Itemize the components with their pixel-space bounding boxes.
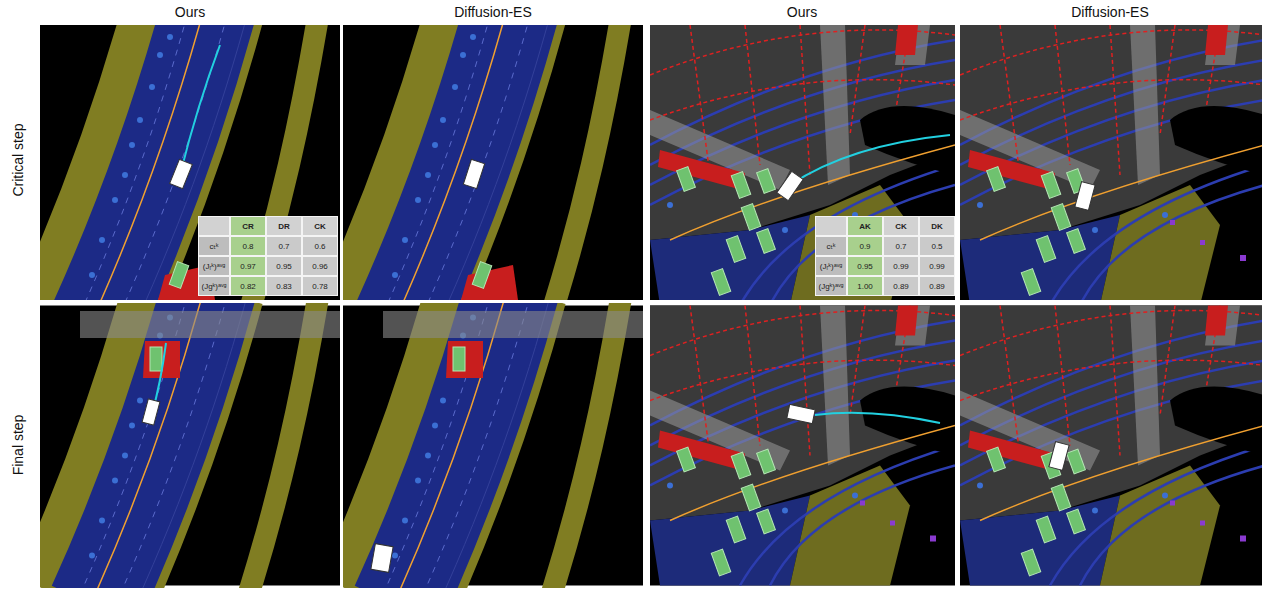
table-cell: 0.78 [302,276,338,296]
table-header: CR [242,222,254,231]
table-cell: CK [302,216,338,236]
table-cell: 0.99 [919,256,955,276]
table-cell: 0.6 [302,236,338,256]
row-label: Critical step [10,123,26,196]
column-header: Ours [175,4,205,20]
table-value: 0.99 [929,262,945,271]
table-cell: 0.83 [266,276,302,296]
table-cell: CK [883,216,919,236]
table-value: 0.95 [276,262,292,271]
table-row-label: (Jgᵏ)ᵃᵛᵍ [818,282,843,291]
table-value: 0.89 [929,282,945,291]
table-value: 0.5 [931,242,942,251]
table-header: CK [895,222,907,231]
table-value: 0.8 [242,242,253,251]
table-cell: DK [919,216,955,236]
table-row-label: cₜᵏ [209,242,218,251]
table-value: 0.7 [895,242,906,251]
table-cell: 1.00 [847,276,883,296]
table-cell: (Jᵣᵏ)ᵃᵛᵍ [198,256,230,276]
map-panel [650,25,955,305]
map-panel [343,5,643,325]
table-cell: 0.7 [266,236,302,256]
table-cell: 0.96 [302,256,338,276]
table-cell: 0.97 [230,256,266,276]
table-cell: 0.8 [230,236,266,256]
column-header: Diffusion-ES [454,4,532,20]
table-cell: (Jgᵏ)ᵃᵛᵍ [815,276,847,296]
table-value: 0.95 [857,262,873,271]
table-value: 0.99 [893,262,909,271]
table-cell: 0.82 [230,276,266,296]
table-value: 1.00 [857,282,873,291]
table-cell [815,216,847,236]
map-panel [960,25,1262,305]
table-cell: 0.95 [847,256,883,276]
column-header: Diffusion-ES [1071,4,1149,20]
table-cell: 0.7 [883,236,919,256]
map-panel [650,306,955,586]
table-cell: 0.99 [883,256,919,276]
table-cell: cₜᵏ [815,236,847,256]
map-panel [960,306,1262,586]
table-value: 0.9 [859,242,870,251]
table-header: AK [859,222,871,231]
table-value: 0.82 [240,282,256,291]
table-cell: cₜᵏ [198,236,230,256]
table-row-label: (Jgᵏ)ᵃᵛᵍ [201,282,226,291]
map-panel [40,5,340,325]
map-panel [343,286,643,590]
table-header: DK [931,222,943,231]
table-value: 0.97 [240,262,256,271]
table-cell: (Jgᵏ)ᵃᵛᵍ [198,276,230,296]
table-header: DR [278,222,290,231]
table-value: 0.6 [314,242,325,251]
table-cell: 0.5 [919,236,955,256]
map-panel [40,286,340,590]
table-cell [198,216,230,236]
table-row-label: cₜᵏ [826,242,835,251]
table-cell: AK [847,216,883,236]
table-cell: 0.89 [883,276,919,296]
table-cell: DR [266,216,302,236]
table-row-label: (Jᵣᵏ)ᵃᵛᵍ [203,262,226,271]
table-cell: 0.95 [266,256,302,276]
column-header: Ours [787,4,817,20]
table-value: 0.83 [276,282,292,291]
table-value: 0.78 [312,282,328,291]
table-cell: 0.89 [919,276,955,296]
table-cell: CR [230,216,266,236]
table-header: CK [314,222,326,231]
table-cell: (Jᵣᵏ)ᵃᵛᵍ [815,256,847,276]
table-value: 0.7 [278,242,289,251]
table-row-label: (Jᵣᵏ)ᵃᵛᵍ [820,262,843,271]
table-value: 0.89 [893,282,909,291]
table-cell: 0.9 [847,236,883,256]
row-label: Final step [10,415,26,476]
table-value: 0.96 [312,262,328,271]
